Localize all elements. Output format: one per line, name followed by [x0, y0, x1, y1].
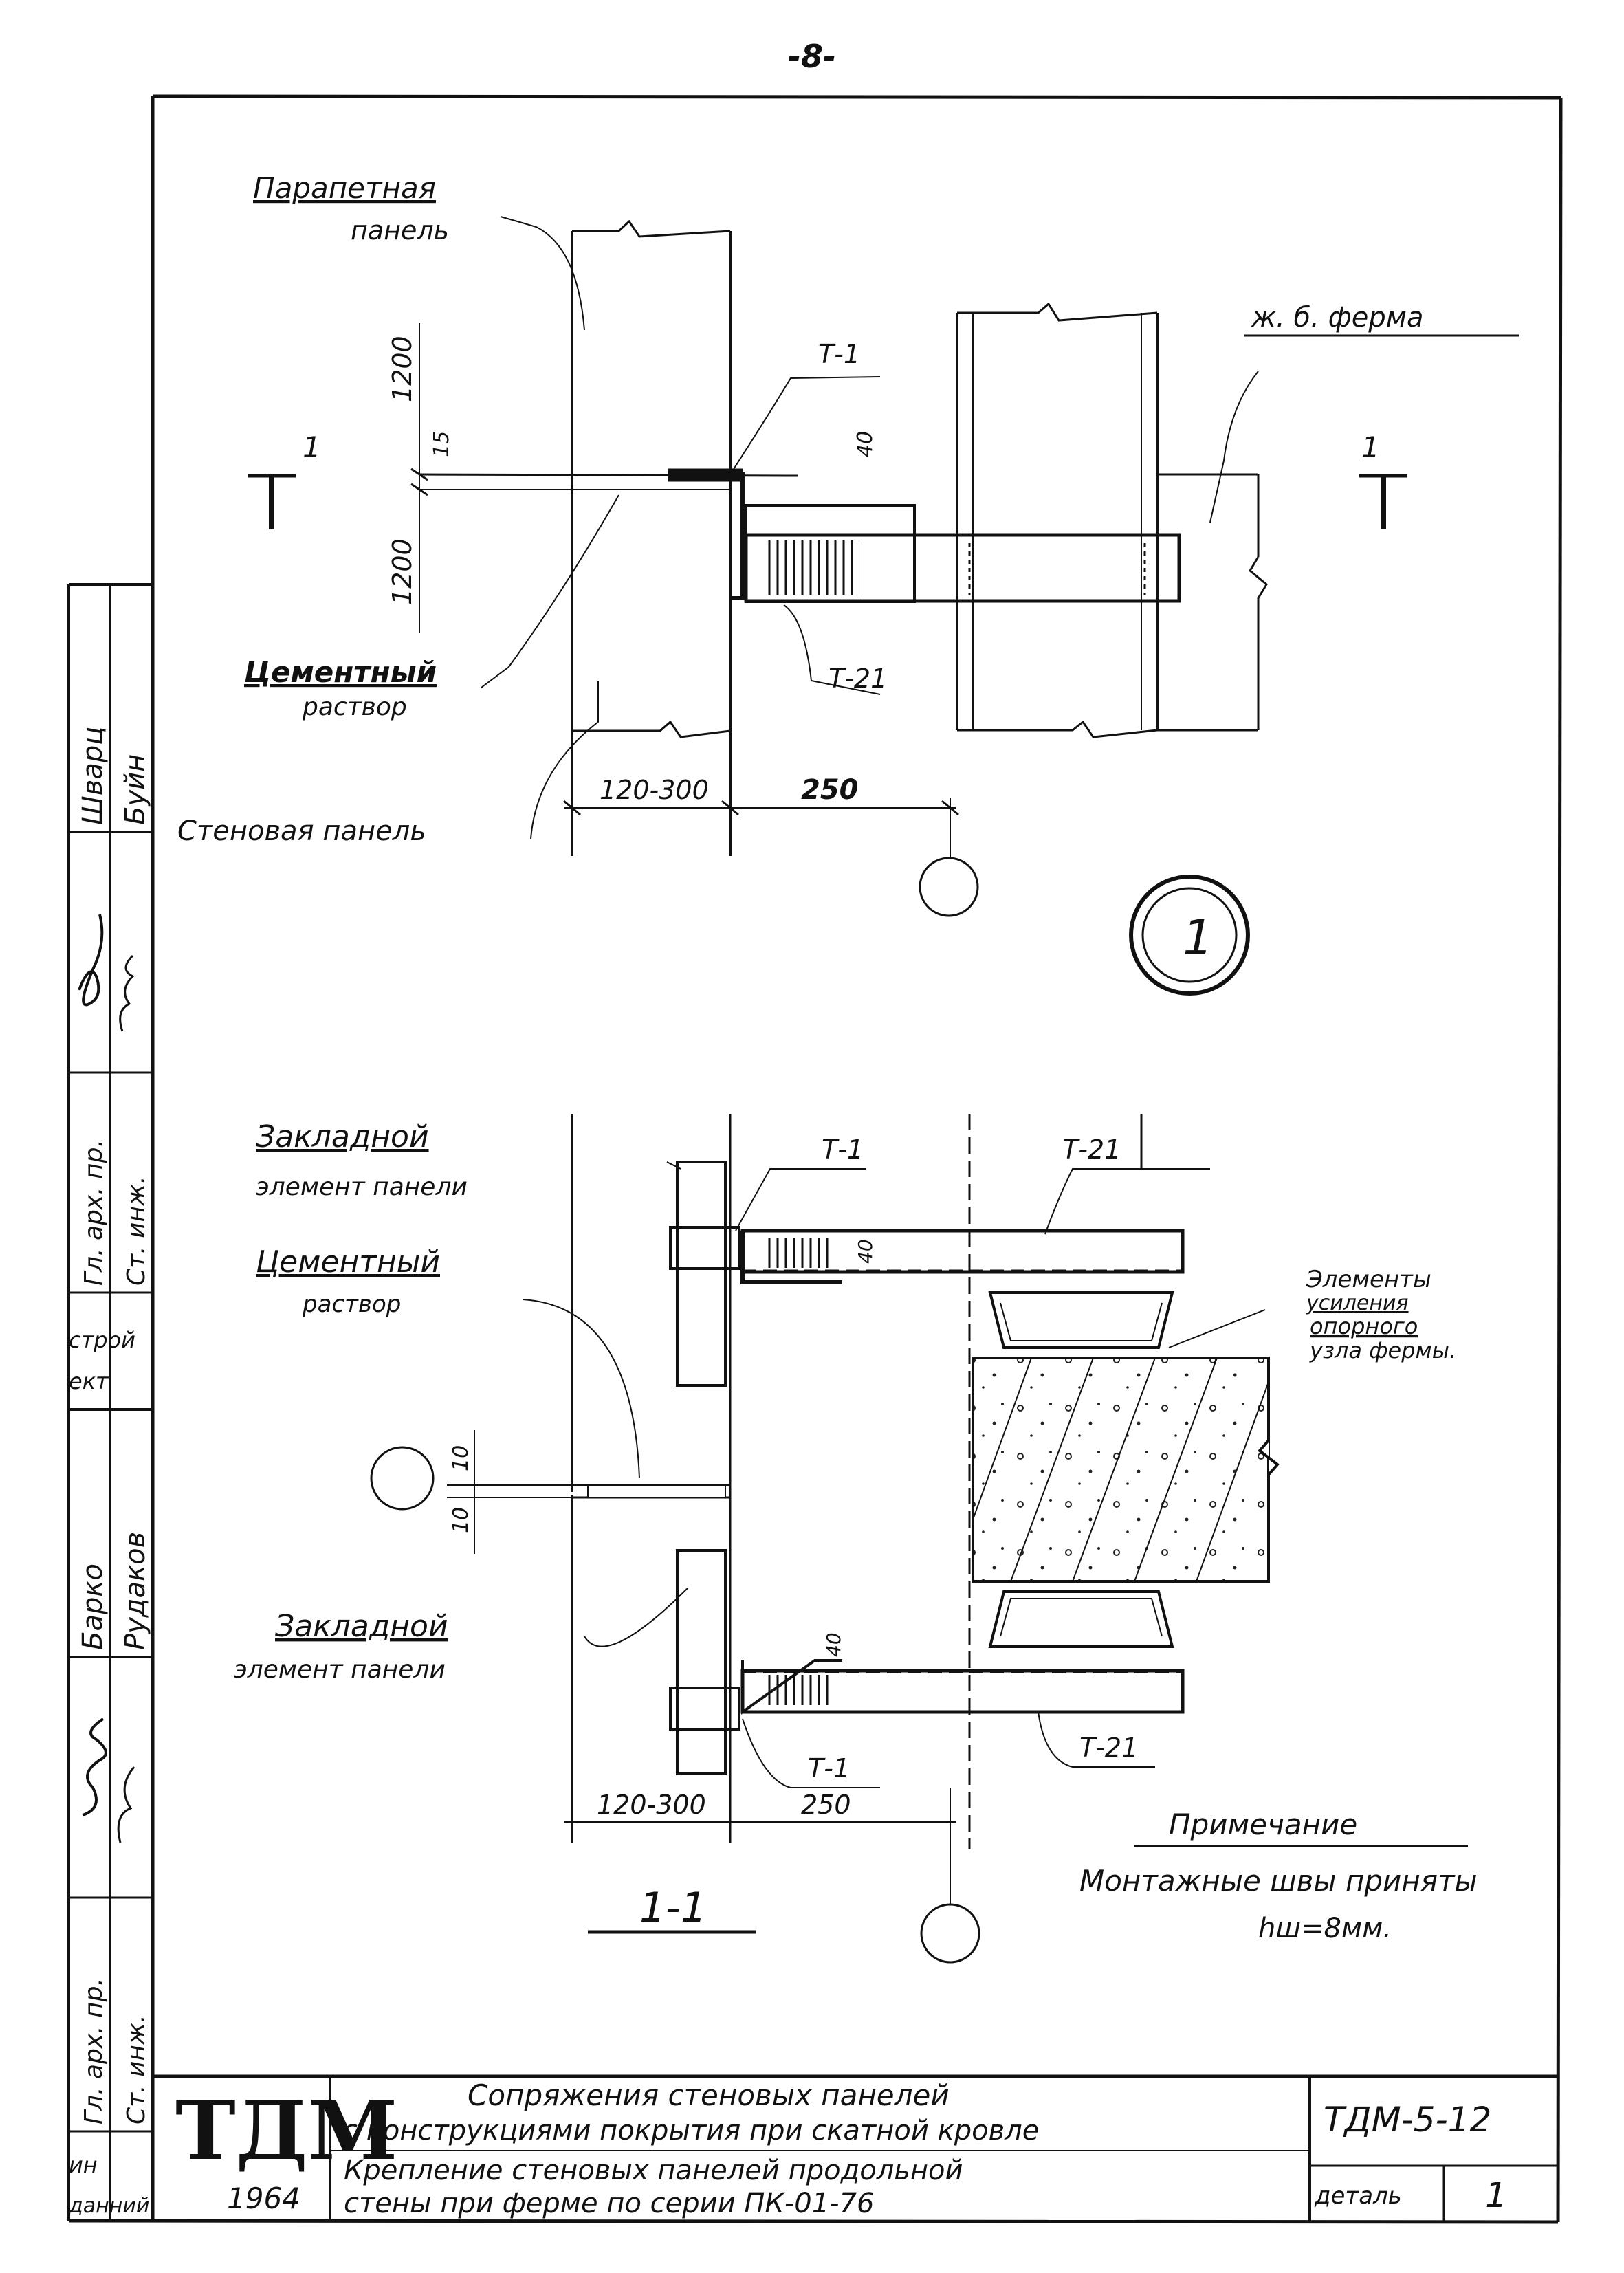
dim-15: 15 — [430, 431, 454, 457]
embedded-bottom-label-2: элемент панели — [234, 1656, 446, 1684]
t1-section-top: Т-1 — [822, 1134, 864, 1165]
dim-1200-top: 1200 — [387, 336, 417, 402]
cement-mortar-label-2: раствор — [302, 693, 407, 721]
stamp-bottom-cell-4: Ст. инж. — [122, 2014, 151, 2124]
stamp-top-cell-4: Ст. инж. — [122, 1176, 151, 1286]
section-mark-left: 1 — [303, 430, 321, 464]
stamp-bottom-cell-5: ин — [69, 2152, 98, 2178]
stamp-top-cell-6: ект — [69, 1368, 109, 1394]
title-line-2: с конструкциями покрытия при скатной кро… — [342, 2115, 1039, 2146]
node-number: 1 — [1183, 910, 1214, 966]
dim-250-section: 250 — [801, 1790, 851, 1820]
dim-250-top: 250 — [801, 774, 859, 806]
sheet-frame — [68, 94, 1563, 2224]
stamp-top-cell-3: Гл. арх. пр. — [80, 1139, 108, 1286]
tdm-logo: ТДМ — [175, 2083, 397, 2178]
note: Примечание Монтажные швы приняты hш=8мм. — [1079, 1808, 1478, 1944]
section-mark-right: 1 — [1361, 430, 1380, 464]
stamp-top-cell-1: Шварц — [77, 727, 109, 825]
title-line-1: Сопряжения стеновых панелей — [468, 2078, 950, 2112]
section-title: 1-1 — [639, 1884, 707, 1932]
subtitle-line-1: Крепление стеновых панелей продольной — [344, 2155, 963, 2186]
section-1-1 — [370, 1114, 1280, 1964]
dim-40-section-top: 40 — [854, 1239, 877, 1264]
embedded-bottom-label-1: Закладной — [275, 1609, 448, 1644]
stamp-top-cell-5: строй — [69, 1327, 135, 1353]
note-heading: Примечание — [1169, 1808, 1357, 1841]
stamp-bottom-cell-3: Гл. арх. пр. — [80, 1978, 108, 2124]
reinforcement-label-2: усиления — [1306, 1291, 1409, 1315]
title-year: 1964 — [227, 2182, 300, 2215]
stamp-top-cell-2: Буйн — [120, 754, 151, 825]
page-number: -8- — [788, 38, 836, 75]
reinforcement-label-1: Элементы — [1306, 1266, 1431, 1293]
cement-mortar-label-1: Цементный — [244, 655, 437, 689]
reinforcement-label-4: узла фермы. — [1309, 1337, 1456, 1363]
cement-mortar-section-label-2: раствор — [302, 1291, 401, 1318]
top-detail-labels: Парапетная панель ж. б. ферма 1 1 1200 1… — [177, 171, 1519, 966]
subtitle-line-2: стены при ферме по серии ПК-01-76 — [344, 2188, 874, 2219]
note-line-2: hш=8мм. — [1258, 1913, 1392, 1944]
dim-10-a: 10 — [449, 1445, 473, 1471]
stamp-bottom-cell-6: данний — [68, 2194, 149, 2218]
title-block-text: ТДМ 1964 Сопряжения стеновых панелей с к… — [175, 2078, 1507, 2219]
rc-truss-label: ж. б. ферма — [1251, 302, 1423, 333]
t21-label-top: Т-21 — [829, 663, 887, 694]
dim-10-b: 10 — [449, 1507, 473, 1533]
side-stamp — [67, 583, 153, 2221]
title-block — [153, 2074, 1558, 2221]
t21-section-top: Т-21 — [1062, 1134, 1121, 1165]
note-line-1: Монтажные швы приняты — [1079, 1864, 1478, 1898]
cement-mortar-section-label-1: Цементный — [256, 1244, 440, 1280]
stamp-bottom-cell-1: Барко — [77, 1563, 109, 1650]
dim-40-top: 40 — [853, 431, 877, 457]
stamp-bottom-cell-2: Рудаков — [120, 1532, 151, 1650]
embedded-top-label-1: Закладной — [256, 1119, 429, 1154]
drawing-code: ТДМ-5-12 — [1324, 2100, 1491, 2140]
dim-40-section-bottom: 40 — [822, 1632, 845, 1657]
parapet-panel-label-1: Парапетная — [253, 171, 436, 205]
t1-section-bottom: Т-1 — [808, 1753, 850, 1783]
dim-120-300-section: 120-300 — [597, 1790, 706, 1820]
t21-section-bottom: Т-21 — [1079, 1733, 1138, 1763]
section-labels: Закладной элемент панели Цементный раств… — [234, 1119, 1456, 1932]
t1-label-top: Т-1 — [818, 339, 860, 369]
dim-120-300-top: 120-300 — [600, 775, 709, 805]
wall-panel-label: Стеновая панель — [177, 815, 426, 847]
embedded-top-label-2: элемент панели — [256, 1173, 468, 1201]
detail-number: 1 — [1485, 2175, 1507, 2215]
parapet-panel-label-2: панель — [351, 215, 449, 245]
detail-label: деталь — [1314, 2182, 1402, 2210]
dim-1200-bottom: 1200 — [387, 538, 417, 605]
top-detail — [248, 216, 1407, 996]
reinforcement-label-3: опорного — [1310, 1313, 1418, 1339]
side-stamp-text: Шварц Буйн Гл. арх. пр. Ст. инж. строй е… — [68, 727, 151, 2218]
